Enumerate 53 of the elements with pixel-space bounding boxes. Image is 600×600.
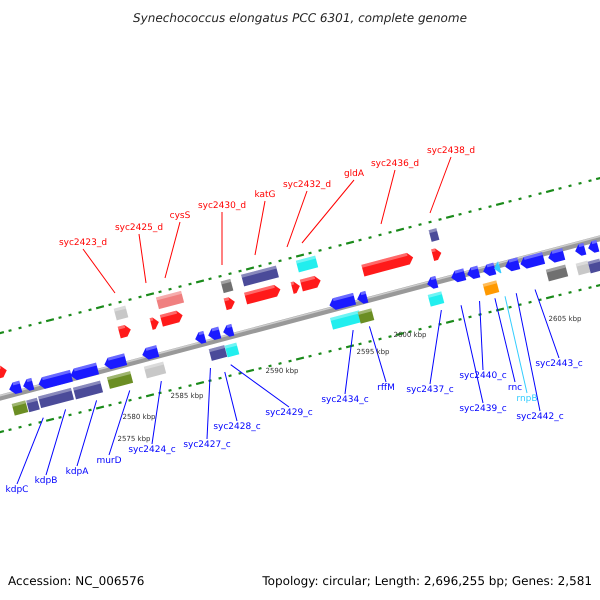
leader-line — [164, 222, 180, 278]
leader-line — [460, 304, 484, 404]
gene-label: kdpA — [66, 466, 88, 478]
gene-label: katG — [254, 189, 276, 201]
leader-line — [430, 310, 442, 384]
gene-label: kdpC — [6, 484, 28, 496]
genome-stats-text: Topology: circular; Length: 2,696,255 bp; Genes: 2,581 — [262, 575, 592, 587]
leader-line — [206, 368, 211, 440]
gene-label: syc2439_c — [459, 403, 507, 415]
gene-label: syc2424_c — [128, 444, 176, 456]
gene-label: syc2434_c — [321, 394, 369, 406]
gene-label: syc2443_c — [535, 358, 583, 370]
leader-line — [368, 326, 386, 382]
gene-label: rnc — [508, 382, 522, 394]
leader-line — [152, 380, 162, 444]
gene-label: rffM — [377, 382, 395, 394]
gene-label: gldA — [344, 168, 364, 180]
leader-line — [504, 296, 528, 394]
gene-label: cysS — [170, 210, 190, 222]
gene-label: syc2427_c — [183, 439, 231, 451]
leader-line — [430, 156, 452, 214]
leader-line — [82, 248, 116, 294]
gene-label: syc2430_d — [198, 200, 246, 212]
gene-label: syc2423_d — [58, 237, 108, 249]
leader-line — [534, 289, 560, 358]
leader-line — [16, 417, 44, 484]
leader-line — [494, 298, 516, 382]
leader-line — [46, 408, 66, 476]
gene-label: syc2437_c — [406, 384, 454, 396]
leader-line — [138, 234, 146, 284]
accession-text: Accession: NC_006576 — [8, 575, 144, 587]
gene-label: syc2442_c — [516, 411, 564, 423]
gene-label: murD — [96, 455, 122, 467]
leader-line — [380, 170, 396, 224]
gene-label: syc2429_c — [265, 407, 313, 419]
leader-line — [302, 180, 354, 244]
leader-line — [230, 364, 290, 408]
gene-label: syc2425_d — [114, 222, 164, 234]
gene-label: syc2436_d — [370, 158, 420, 170]
leader-line — [76, 400, 98, 466]
leader-line — [108, 390, 130, 456]
gene-label: syc2438_d — [426, 145, 476, 157]
leader-line — [254, 200, 266, 256]
leader-line — [479, 300, 484, 370]
leader-line — [516, 292, 540, 412]
gene-label: syc2432_d — [282, 179, 332, 191]
leader-line — [286, 190, 308, 248]
gene-label: rnpB — [516, 393, 538, 405]
leader-line — [344, 330, 354, 394]
gene-label: syc2428_c — [213, 421, 261, 433]
gene-label: kdpB — [34, 475, 58, 487]
page-title: Synechococcus elongatus PCC 6301, complete genome — [133, 12, 467, 24]
leader-line — [224, 372, 238, 422]
